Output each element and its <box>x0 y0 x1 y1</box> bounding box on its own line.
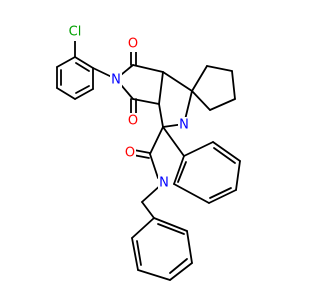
bond <box>56 87 76 100</box>
aromatic-bond <box>157 223 185 235</box>
nitrogen-atom: N <box>111 73 121 88</box>
atom-label-n-pyrrolidine: N <box>178 117 190 133</box>
bond <box>149 153 159 179</box>
atom-label-o-top: O <box>127 36 139 52</box>
bond <box>74 88 94 100</box>
nitrogen-atom: N <box>179 118 189 133</box>
aromatic-bond <box>209 187 232 199</box>
aromatic-bond <box>75 85 90 94</box>
bond <box>149 126 164 155</box>
bond <box>137 269 171 281</box>
oxygen-atom: O <box>128 37 138 52</box>
chemical-structure: Cl O N O N O N <box>56 24 241 281</box>
bond-layer <box>56 37 241 281</box>
atom-label-o-mid: O <box>127 113 139 129</box>
bond <box>173 155 185 185</box>
double-bond <box>133 149 151 154</box>
bond <box>56 56 76 68</box>
atom-label-n-imide: N <box>110 72 122 88</box>
nitrogen-atom: N <box>159 176 169 191</box>
bond <box>186 230 193 264</box>
bond <box>162 126 185 157</box>
bond <box>183 141 214 157</box>
bond <box>173 183 210 204</box>
atom-labels: Cl O N O N O N <box>64 24 190 191</box>
bond <box>74 56 94 69</box>
aromatic-bond <box>75 62 90 72</box>
bond <box>141 201 155 219</box>
atom-label-o-oxindole: O <box>124 145 136 161</box>
bond <box>206 65 233 72</box>
atom-label-cl: Cl <box>64 24 86 41</box>
bond <box>191 90 211 111</box>
chlorine-atom: Cl <box>69 25 82 40</box>
atom-label-n-oxindole: N <box>158 175 170 191</box>
bond <box>158 71 164 105</box>
bond <box>208 189 237 204</box>
bond <box>235 160 241 191</box>
bond <box>131 217 155 239</box>
aromatic-bond <box>136 240 142 266</box>
bond <box>231 70 236 100</box>
bond <box>132 64 164 73</box>
bond <box>191 65 208 92</box>
aromatic-bond <box>177 161 187 183</box>
aromatic-bond <box>213 147 236 164</box>
aromatic-bond <box>169 258 188 274</box>
oxygen-atom: O <box>125 146 135 161</box>
oxygen-atom: O <box>128 114 138 129</box>
bond <box>162 71 193 92</box>
bond <box>209 98 236 111</box>
bond <box>158 103 164 128</box>
bond <box>169 262 193 281</box>
bond <box>131 237 139 271</box>
bond <box>153 217 188 232</box>
bond <box>212 141 241 162</box>
bond <box>132 98 160 105</box>
